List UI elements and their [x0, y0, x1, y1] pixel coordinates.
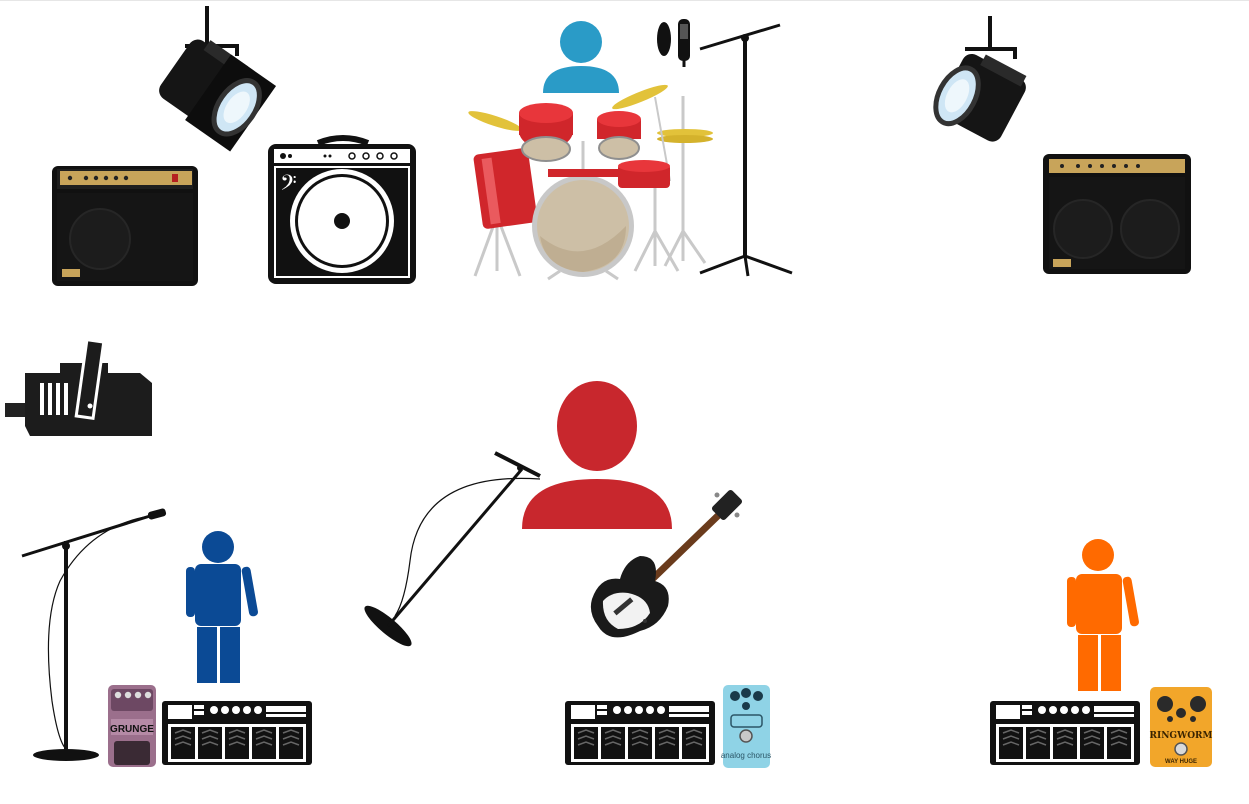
studio-mic-stand-icon	[657, 19, 792, 276]
chorus-pedal-label: analog chorus	[721, 751, 771, 760]
grunge-pedal-label: GRUNGE	[110, 724, 154, 735]
person-icon	[522, 381, 672, 529]
chorus-pedal-icon: analog chorus	[721, 685, 771, 768]
ringworm-pedal-brand: WAY HUGE	[1165, 759, 1197, 765]
multi-effects-pedal-icon	[990, 701, 1140, 765]
person-icon	[1067, 539, 1140, 691]
fog-machine-icon	[5, 338, 152, 436]
ringworm-pedal-icon: RINGWORM WAY HUGE	[1150, 687, 1213, 767]
drum-kit-icon	[467, 81, 713, 279]
multi-effects-pedal-icon	[565, 701, 715, 765]
spotlight-icon	[927, 16, 1032, 150]
guitar-amp-icon	[1043, 154, 1191, 274]
grunge-pedal-icon: GRUNGE	[108, 685, 156, 767]
person-icon	[186, 531, 259, 683]
mic-stand-icon	[360, 453, 540, 651]
spotlight-icon	[152, 6, 276, 152]
guitar-amp-icon	[52, 166, 198, 286]
ringworm-pedal-label: RINGWORM	[1150, 731, 1213, 741]
bass-amp-icon: 𝄢	[268, 138, 416, 284]
multi-effects-pedal-icon	[162, 701, 312, 765]
person-icon	[543, 21, 619, 93]
svg-text:𝄢: 𝄢	[280, 171, 297, 201]
